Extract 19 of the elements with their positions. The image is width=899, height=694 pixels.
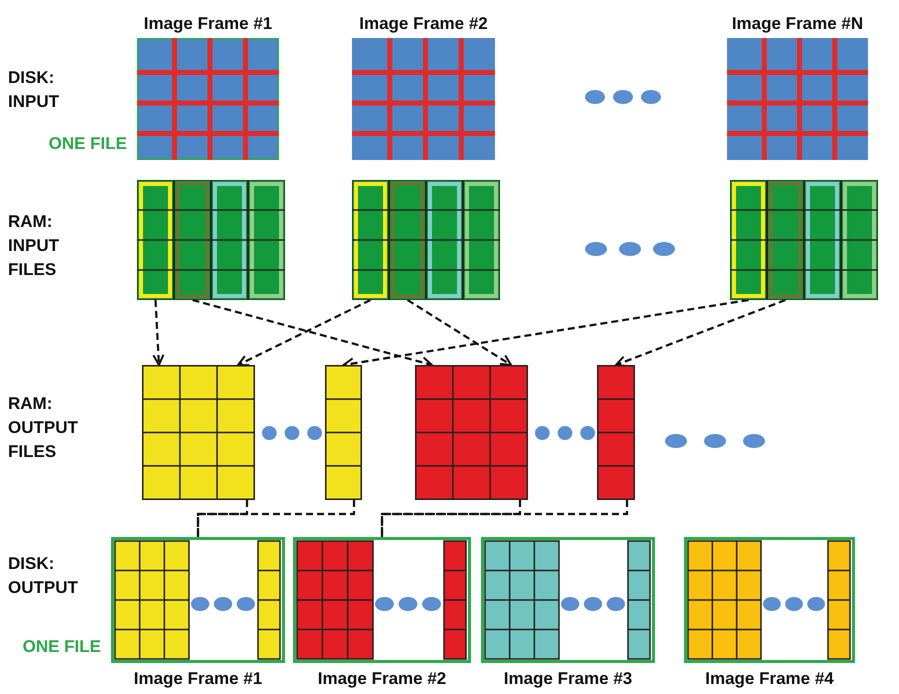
frame-heading: Image Frame #1 — [134, 669, 262, 689]
file-note: ONE FILE — [48, 133, 127, 155]
row-label: RAM: INPUT FILES — [8, 211, 60, 281]
bracket-line — [380, 500, 628, 537]
row-label: RAM: OUTPUT FILES — [8, 393, 79, 463]
dashed-arrow — [237, 299, 371, 366]
frame-heading: Image Frame #1 — [144, 14, 272, 34]
dashed-arrow — [406, 299, 512, 366]
frame-heading: Image Frame #3 — [504, 669, 632, 689]
frame-heading: Image Frame #2 — [359, 14, 488, 34]
file-note: ONE FILE — [22, 636, 101, 658]
dashed-arrow — [152, 300, 164, 366]
bracket-line — [196, 500, 356, 537]
row-label: DISK: OUTPUT — [8, 553, 79, 599]
frame-heading: Image Frame #N — [732, 14, 864, 34]
frame-heading: Image Frame #2 — [318, 669, 446, 689]
row-label: DISK: INPUT — [8, 67, 60, 113]
dashed-arrow — [615, 298, 786, 368]
frame-heading: Image Frame #4 — [705, 669, 834, 689]
